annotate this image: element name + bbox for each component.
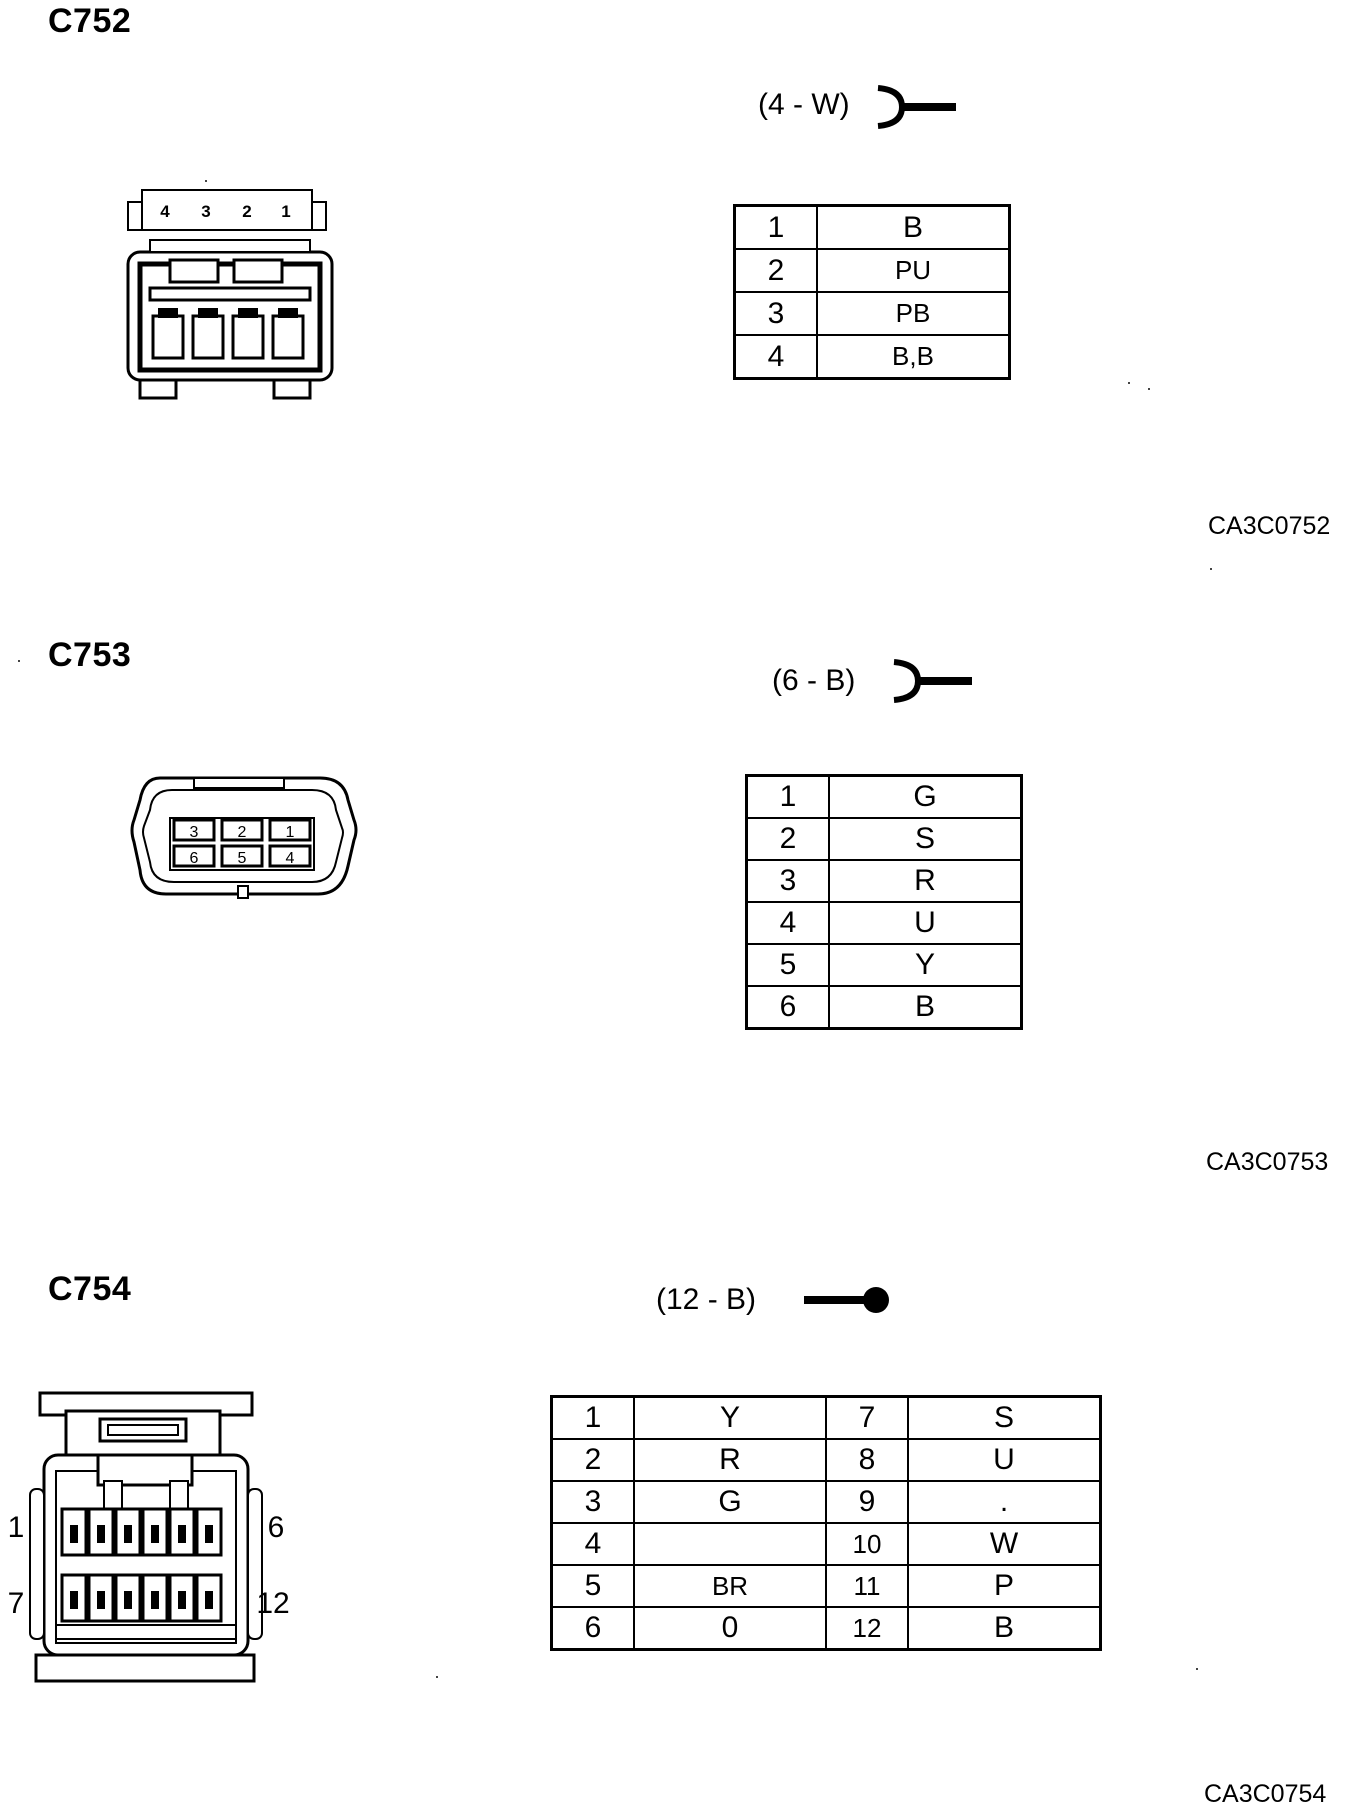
pin-number: 9 <box>825 1480 909 1524</box>
connector-spec-c754: (12 - B) <box>656 1283 757 1316</box>
pin-number: 1 <box>733 204 818 250</box>
wire-color: G <box>828 774 1023 819</box>
pin-number: 11 <box>825 1564 909 1608</box>
wire-color: S <box>907 1395 1102 1440</box>
scan-speck <box>18 660 20 662</box>
wire-color: . <box>907 1480 1102 1524</box>
table-row: 4 10 W <box>550 1522 1102 1566</box>
connector-face-c752: 4 3 2 1 <box>126 189 334 400</box>
connector-title-c753: C753 <box>48 636 132 674</box>
pin-number: 3 <box>733 291 818 336</box>
pin-table-c754: 1 Y 7 S 2 R 8 U 3 G 9 . 4 10 W 5 BR 11 P… <box>550 1395 1102 1651</box>
wire-color: Y <box>828 943 1023 987</box>
face-label: 1 <box>8 1511 25 1544</box>
scan-speck <box>1196 1668 1198 1670</box>
male-terminal-icon <box>804 1287 889 1313</box>
pin-number: 6 <box>745 985 830 1030</box>
pin-number: 3 <box>550 1480 635 1524</box>
wire-color <box>633 1522 827 1566</box>
table-row: 6 0 12 B <box>550 1606 1102 1651</box>
table-row: 6 B <box>745 985 1023 1030</box>
pin-table-c752: 1 B 2 PU 3 PB 4 B,B <box>733 204 1011 380</box>
pin-number: 5 <box>745 943 830 987</box>
connector-title-c752: C752 <box>48 2 132 40</box>
face-label: 6 <box>268 1511 285 1544</box>
wire-color: B <box>816 204 1011 250</box>
scan-speck <box>1128 382 1130 384</box>
scan-speck <box>436 1676 438 1678</box>
diagram-code-c754: CA3C0754 <box>1204 1780 1327 1808</box>
pin-number: 10 <box>825 1522 909 1566</box>
wire-color: Y <box>633 1395 827 1440</box>
pin-number: 2 <box>550 1438 635 1482</box>
wire-color: 0 <box>633 1606 827 1651</box>
face-label: 12 <box>256 1587 289 1620</box>
pin-number: 2 <box>733 248 818 293</box>
face-label: 7 <box>8 1587 25 1620</box>
pin-number: 6 <box>550 1606 635 1651</box>
pin-number: 4 <box>745 901 830 945</box>
wire-color: S <box>828 817 1023 861</box>
wire-color: PU <box>816 248 1011 293</box>
table-row: 5 Y <box>745 943 1023 987</box>
connector-face-c754: 1 6 7 12 <box>8 1391 290 1683</box>
table-row: 3 PB <box>733 291 1011 336</box>
table-row: 2 R 8 U <box>550 1438 1102 1482</box>
pin-number: 4 <box>733 334 818 380</box>
table-row: 3 R <box>745 859 1023 903</box>
table-row: 2 S <box>745 817 1023 861</box>
pin-table-c753: 1 G 2 S 3 R 4 U 5 Y 6 B <box>745 774 1023 1030</box>
table-row: 1 Y 7 S <box>550 1395 1102 1440</box>
face-label: 1 <box>281 202 290 221</box>
pin-number: 8 <box>825 1438 909 1482</box>
face-label: 3 <box>190 824 199 841</box>
wire-color: U <box>907 1438 1102 1482</box>
connector-spec-c753: (6 - B) <box>772 664 856 697</box>
wire-color: R <box>633 1438 827 1482</box>
pin-number: 4 <box>550 1522 635 1566</box>
face-label: 2 <box>242 202 251 221</box>
wire-color: W <box>907 1522 1102 1566</box>
face-label: 1 <box>286 824 295 841</box>
table-row: 4 B,B <box>733 334 1011 380</box>
wire-color: PB <box>816 291 1011 336</box>
wire-color: B <box>828 985 1023 1030</box>
pin-number: 2 <box>745 817 830 861</box>
wire-color: P <box>907 1564 1102 1608</box>
wire-color: R <box>828 859 1023 903</box>
pin-number: 7 <box>825 1395 909 1440</box>
female-terminal-icon <box>877 85 956 129</box>
connector-title-c754: C754 <box>48 1270 132 1308</box>
wire-color: B <box>907 1606 1102 1651</box>
pin-number: 1 <box>550 1395 635 1440</box>
pin-number: 1 <box>745 774 830 819</box>
face-label: 3 <box>201 202 210 221</box>
face-label: 6 <box>190 850 199 867</box>
face-label: 5 <box>238 850 247 867</box>
wire-color: BR <box>633 1564 827 1608</box>
wire-color: U <box>828 901 1023 945</box>
face-label: 2 <box>238 824 247 841</box>
wire-color: G <box>633 1480 827 1524</box>
diagram-code-c752: CA3C0752 <box>1208 512 1331 540</box>
connector-face-c753: 3 2 1 6 5 4 <box>130 776 358 899</box>
table-row: 5 BR 11 P <box>550 1564 1102 1608</box>
pin-number: 5 <box>550 1564 635 1608</box>
table-row: 1 B <box>733 204 1011 250</box>
diagram-code-c753: CA3C0753 <box>1206 1148 1329 1176</box>
table-row: 4 U <box>745 901 1023 945</box>
face-label: 4 <box>286 850 295 867</box>
wire-color: B,B <box>816 334 1011 380</box>
female-terminal-icon <box>893 659 972 703</box>
face-label: 4 <box>160 202 170 221</box>
table-row: 2 PU <box>733 248 1011 293</box>
scan-speck <box>1148 388 1150 390</box>
pin-number: 3 <box>745 859 830 903</box>
connector-spec-c752: (4 - W) <box>758 88 850 121</box>
scan-speck <box>205 180 207 182</box>
table-row: 1 G <box>745 774 1023 819</box>
scan-speck <box>1210 568 1212 570</box>
pin-number: 12 <box>825 1606 909 1651</box>
table-row: 3 G 9 . <box>550 1480 1102 1524</box>
